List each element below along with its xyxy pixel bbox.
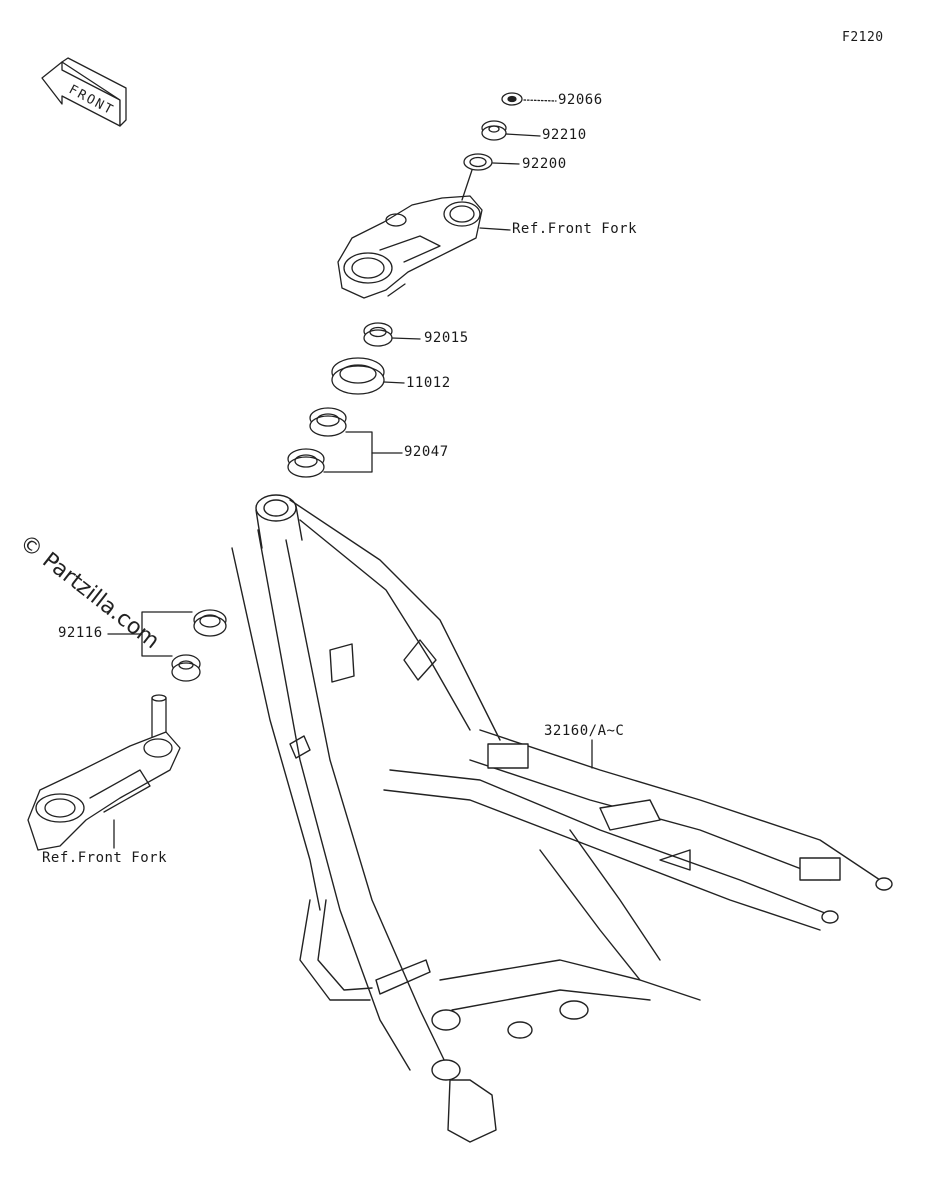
- label-11012: 11012: [406, 375, 451, 391]
- part-92200-washer: [463, 153, 520, 171]
- label-92015: 92015: [424, 330, 469, 346]
- label-92066: 92066: [558, 92, 603, 108]
- lower-triple-clamp: [27, 694, 181, 851]
- front-arrow-icon: FRONT: [41, 57, 127, 127]
- label-92047: 92047: [404, 444, 449, 460]
- part-92015-seal: [363, 322, 421, 347]
- label-92210: 92210: [542, 127, 587, 143]
- part-92047-bearings: [287, 407, 403, 478]
- main-frame: [231, 494, 893, 1143]
- upper-triple-clamp: [337, 169, 511, 299]
- label-ref-front-fork-lower: Ref.Front Fork: [42, 850, 168, 866]
- part-92210-nut: [481, 120, 541, 141]
- label-32160: 32160/A~C: [544, 723, 625, 739]
- label-ref-front-fork-upper: Ref.Front Fork: [512, 221, 638, 237]
- part-92116-seal-bearing: [107, 609, 227, 682]
- part-92066-nut: [501, 92, 557, 106]
- label-92200: 92200: [522, 156, 567, 172]
- part-11012-cap: [331, 357, 405, 395]
- diagram-id: F2120: [842, 30, 884, 45]
- label-92116: 92116: [58, 625, 103, 641]
